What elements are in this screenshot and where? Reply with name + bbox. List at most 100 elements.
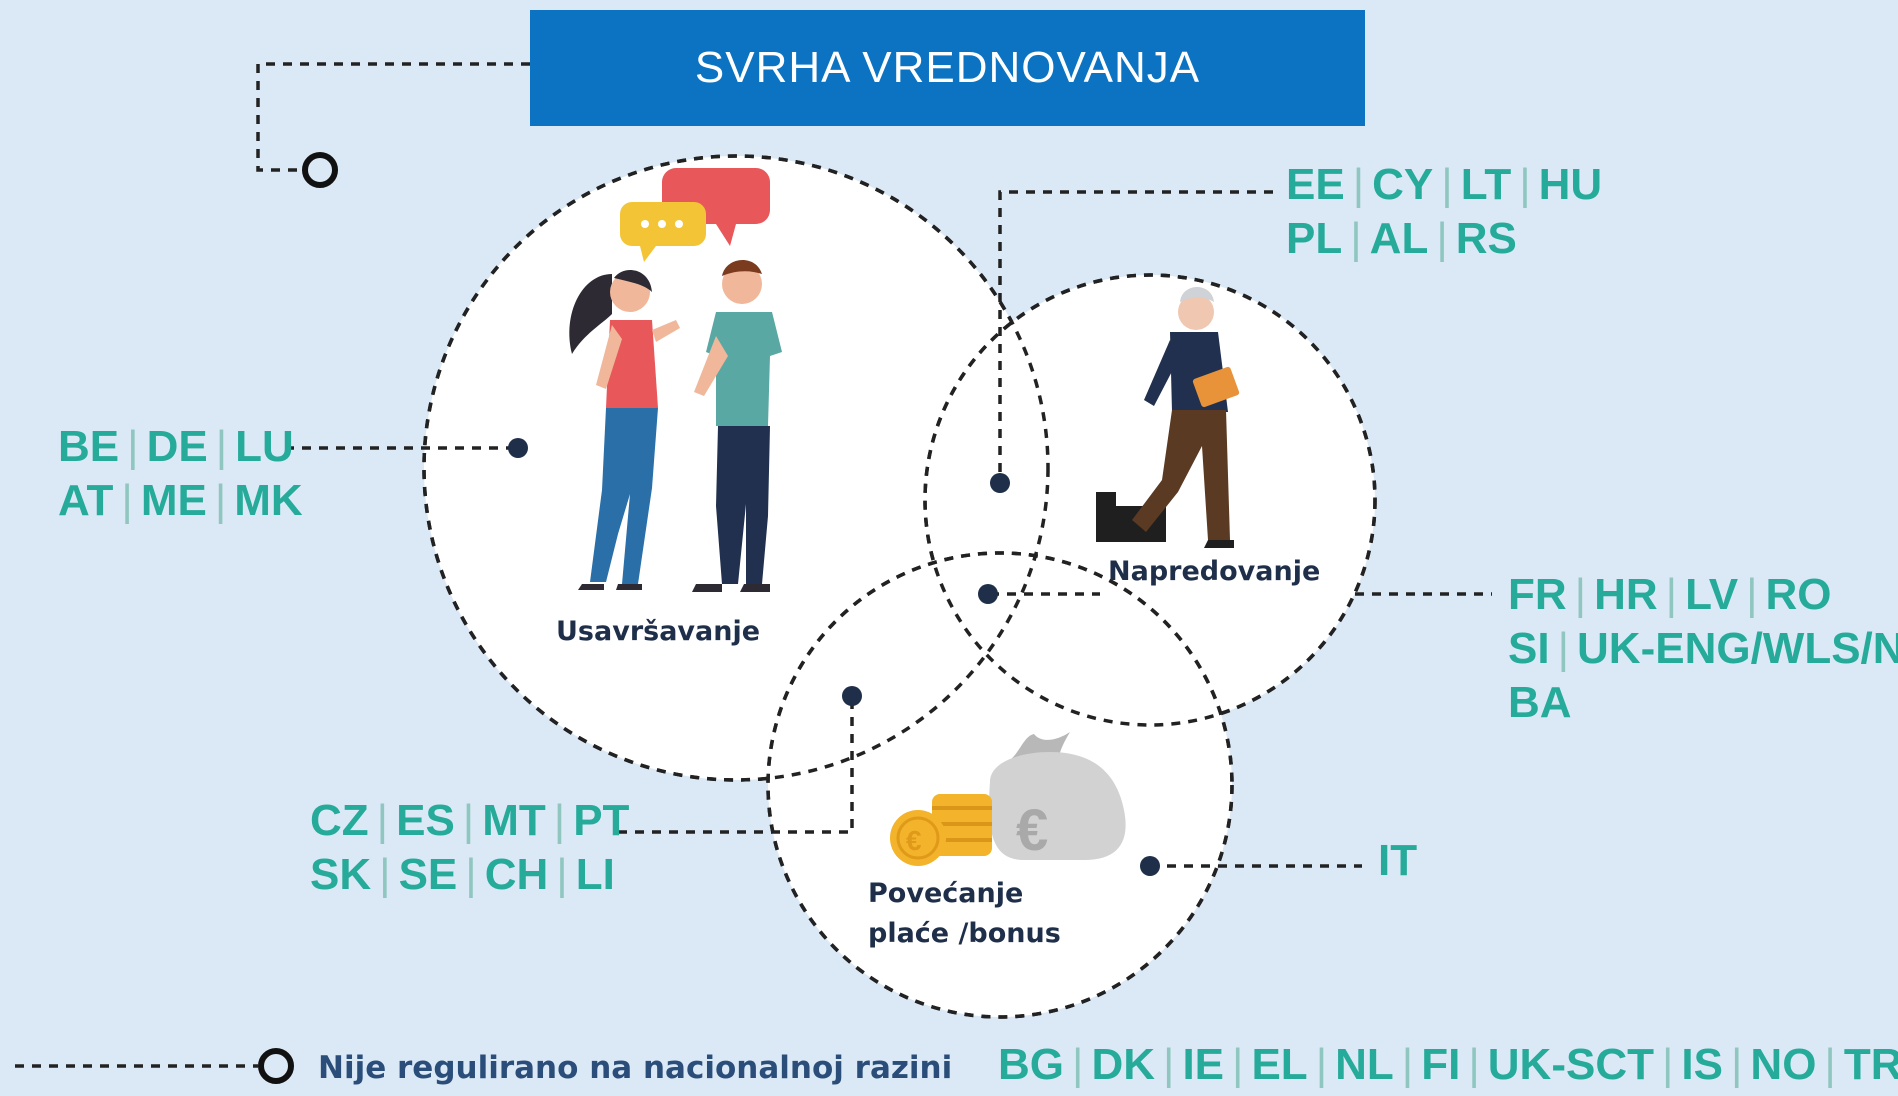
separator: | [465, 850, 477, 899]
separator: | [1352, 160, 1365, 209]
country-code: IE [1182, 1040, 1225, 1089]
country-code: LV [1685, 570, 1739, 619]
separator: | [1401, 1040, 1414, 1089]
code-line: BE|DE|LU [58, 420, 303, 474]
country-code: NL [1335, 1040, 1394, 1089]
separator: | [1824, 1040, 1836, 1089]
person-climbing-stairs-icon [1096, 287, 1240, 548]
separator: | [553, 796, 566, 845]
country-code: CY [1372, 160, 1434, 209]
separator: | [1315, 1040, 1328, 1089]
country-code: ES [396, 796, 455, 845]
label-salary-line2: plaće /bonus [868, 918, 1061, 949]
country-code: EL [1251, 1040, 1308, 1089]
separator: | [1350, 214, 1362, 263]
country-code: MT [482, 796, 546, 845]
country-code: RS [1455, 214, 1517, 263]
separator: | [1746, 570, 1758, 619]
country-code: LI [575, 850, 615, 899]
separator: | [1441, 160, 1453, 209]
country-code: DK [1091, 1040, 1155, 1089]
separator: | [556, 850, 568, 899]
dot-training-promotion [990, 473, 1010, 493]
separator: | [1557, 624, 1570, 673]
separator: | [1232, 1040, 1244, 1089]
code-line: SK|SE|CH|LI [310, 848, 629, 902]
country-code: CH [484, 850, 549, 899]
country-code: SK [310, 850, 372, 899]
page-title: SVRHA VREDNOVANJA [694, 43, 1201, 92]
country-code: IS [1681, 1040, 1723, 1089]
coins-money-bag-icon: € € [890, 732, 1126, 866]
separator: | [1574, 570, 1587, 619]
label-salary-line1: Povećanje [868, 878, 1024, 909]
separator: | [1468, 1040, 1480, 1089]
country-code: HR [1594, 570, 1658, 619]
country-code: DE [146, 422, 208, 471]
country-code: NO [1750, 1040, 1817, 1089]
two-people-talking-icon [569, 168, 782, 592]
code-line: AT|ME|MK [58, 474, 303, 528]
separator: | [127, 422, 139, 471]
title-marker-icon [302, 152, 338, 188]
separator: | [1730, 1040, 1743, 1089]
country-code: FR [1508, 570, 1567, 619]
country-code: CZ [310, 796, 369, 845]
codes-salary-only: IT [1378, 834, 1417, 888]
dot-all-three [978, 584, 998, 604]
country-code: EE [1286, 160, 1345, 209]
dot-salary [1140, 856, 1160, 876]
label-salary: Povećanje plaće /bonus [868, 874, 1061, 954]
separator: | [1519, 160, 1531, 209]
legend-marker-icon [258, 1048, 294, 1084]
separator: | [379, 850, 391, 899]
separator: | [1163, 1040, 1175, 1089]
country-code: LT [1460, 160, 1512, 209]
code-line: CZ|ES|MT|PT [310, 794, 629, 848]
country-code: AT [58, 476, 114, 525]
separator: | [1661, 1040, 1674, 1089]
country-code: RO [1765, 570, 1832, 619]
country-code: BA [1508, 678, 1572, 727]
country-code: TR [1843, 1040, 1898, 1089]
dot-training [508, 438, 528, 458]
country-code: PL [1286, 214, 1343, 263]
code-line: BA [1508, 676, 1898, 730]
connector-training-promotion [998, 190, 1273, 483]
country-code: HU [1538, 160, 1603, 209]
code-line: SI|UK-ENG/WLS/NIR [1508, 622, 1898, 676]
country-code: UK-SCT [1487, 1040, 1654, 1089]
separator: | [214, 476, 227, 525]
country-code: LU [235, 422, 294, 471]
dot-training-salary [842, 686, 862, 706]
label-promotion: Napredovanje [1108, 556, 1321, 587]
title-connector [256, 62, 530, 172]
code-line: EE|CY|LT|HU [1286, 158, 1602, 212]
country-code: PT [573, 796, 630, 845]
connector-training-salary [618, 696, 854, 834]
country-code: SE [398, 850, 458, 899]
code-line: FR|HR|LV|RO [1508, 568, 1898, 622]
title-banner: SVRHA VREDNOVANJA [530, 10, 1365, 126]
code-line: IT [1378, 834, 1417, 888]
country-code: BG [998, 1040, 1064, 1089]
country-code: FI [1421, 1040, 1461, 1089]
svg-text:€: € [1016, 798, 1048, 863]
country-code: BE [58, 422, 120, 471]
country-code: SI [1508, 624, 1550, 673]
country-code: UK-ENG/WLS/NIR [1577, 624, 1898, 673]
separator: | [462, 796, 475, 845]
country-code: IT [1378, 836, 1418, 885]
code-line: BG|DK|IE|EL|NL|FI|UK-SCT|IS|NO|TR [998, 1038, 1898, 1092]
svg-text:€: € [906, 825, 922, 856]
separator: | [215, 422, 228, 471]
separator: | [121, 476, 133, 525]
separator: | [1436, 214, 1448, 263]
separator: | [1072, 1040, 1084, 1089]
separator: | [376, 796, 389, 845]
